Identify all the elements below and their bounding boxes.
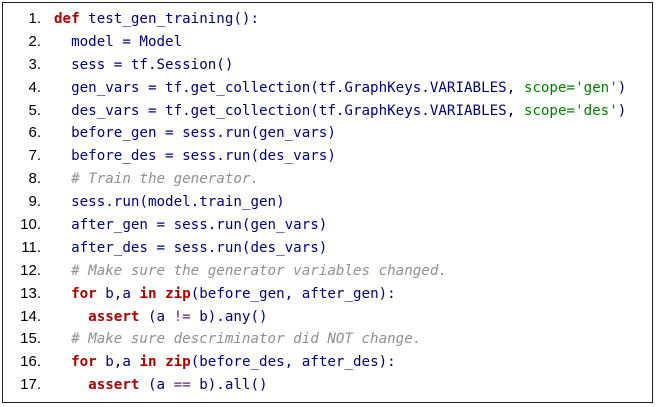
code-text: before_des = sess.run(des_vars) xyxy=(54,145,336,168)
line-number: 14. xyxy=(20,307,41,325)
code-text: assert (a == b).all() xyxy=(54,374,268,397)
code-token: (before_gen, after_gen): xyxy=(190,285,396,302)
code-token: scope= xyxy=(523,102,576,119)
code-token: b).any() xyxy=(190,308,268,325)
code-line: 13. for b,a in zip(before_gen, after_gen… xyxy=(3,283,652,306)
code-line: 7. before_des = sess.run(des_vars) xyxy=(3,145,652,168)
code-token: in xyxy=(139,354,157,371)
code-text: # Train the generator. xyxy=(54,168,259,191)
code-token: assert xyxy=(88,377,140,394)
code-text: # Make sure the generator variables chan… xyxy=(54,260,447,283)
code-token: 'gen' xyxy=(575,79,618,96)
code-token: for xyxy=(71,354,97,371)
line-number: 13. xyxy=(20,284,41,302)
code-text: # Make sure descriminator did NOT change… xyxy=(54,328,421,351)
code-token: for xyxy=(71,285,97,302)
line-number: 16. xyxy=(20,353,41,371)
line-number: 7. xyxy=(28,147,41,165)
code-text: model = Model xyxy=(54,31,182,54)
code-line: 4. gen_vars = tf.get_collection(tf.Graph… xyxy=(3,77,652,100)
code-line: 1. def test_gen_training(): xyxy=(3,8,652,31)
code-token: # Train the generator. xyxy=(71,171,260,188)
code-token: (before_des, after_des): xyxy=(190,354,396,371)
code-token: # Make sure descriminator did NOT change… xyxy=(71,331,422,348)
code-text: after_gen = sess.run(gen_vars) xyxy=(54,214,327,237)
code-token: b,a xyxy=(96,285,140,302)
code-token: in xyxy=(139,285,157,302)
code-token: scope= xyxy=(523,79,576,96)
code-token: gen_vars = tf.get_collection(tf.GraphKey… xyxy=(71,79,524,96)
code-text: sess = tf.Session() xyxy=(54,54,233,77)
code-token: def xyxy=(54,11,80,27)
code-token: zip xyxy=(165,354,191,371)
line-number: 12. xyxy=(20,261,41,279)
code-token: == xyxy=(173,377,191,394)
code-token: model = Model xyxy=(71,33,183,50)
code-text: assert (a != b).any() xyxy=(54,306,268,329)
code-token: before_gen = sess.run(gen_vars) xyxy=(71,125,336,142)
code-token: before_des = sess.run(des_vars) xyxy=(71,148,336,165)
code-token: test_gen_training(): xyxy=(79,11,259,27)
line-number: 2. xyxy=(28,32,41,50)
code-text: after_des = sess.run(des_vars) xyxy=(54,237,327,260)
code-line: 8. # Train the generator. xyxy=(3,168,652,191)
line-number: 3. xyxy=(28,55,41,73)
code-token: zip xyxy=(165,285,191,302)
code-line: 11. after_des = sess.run(des_vars) xyxy=(3,237,652,260)
code-text: gen_vars = tf.get_collection(tf.GraphKey… xyxy=(54,77,626,100)
code-token: 'des' xyxy=(575,102,618,119)
line-number: 8. xyxy=(28,170,41,188)
code-line: 10. after_gen = sess.run(gen_vars) xyxy=(3,214,652,237)
code-token: ) xyxy=(617,79,627,96)
code-line: 15. # Make sure descriminator did NOT ch… xyxy=(3,328,652,351)
code-text: before_gen = sess.run(gen_vars) xyxy=(54,122,336,145)
code-token: after_des = sess.run(des_vars) xyxy=(71,239,328,256)
code-token: # Make sure the generator variables chan… xyxy=(71,262,447,279)
code-text: for b,a in zip(before_gen, after_gen): xyxy=(54,283,396,306)
code-token: after_gen = sess.run(gen_vars) xyxy=(71,217,328,234)
code-line: 14. assert (a != b).any() xyxy=(3,306,652,329)
code-line: 17. assert (a == b).all() xyxy=(3,374,652,397)
line-number: 9. xyxy=(28,193,41,211)
code-token: b,a xyxy=(96,354,140,371)
code-text: for b,a in zip(before_des, after_des): xyxy=(54,351,396,374)
line-number: 10. xyxy=(20,216,41,234)
code-line: 12. # Make sure the generator variables … xyxy=(3,260,652,283)
code-token: sess = tf.Session() xyxy=(71,56,234,73)
code-line: 6. before_gen = sess.run(gen_vars) xyxy=(3,122,652,145)
code-token xyxy=(157,286,166,302)
code-listing: 1.def test_gen_training():2. model = Mod… xyxy=(3,8,652,397)
code-token: b).all() xyxy=(190,377,268,394)
code-listing-frame: 1.def test_gen_training():2. model = Mod… xyxy=(2,2,653,403)
code-line: 2. model = Model xyxy=(3,31,652,54)
code-token: (a xyxy=(139,377,174,394)
line-number: 11. xyxy=(21,238,41,256)
code-text: sess.run(model.train_gen) xyxy=(54,191,285,214)
code-line: 9. sess.run(model.train_gen) xyxy=(3,191,652,214)
line-number: 1. xyxy=(28,10,41,27)
code-token: assert xyxy=(88,308,140,325)
code-token: != xyxy=(173,308,191,325)
line-number: 15. xyxy=(20,330,41,348)
code-token: ) xyxy=(617,102,627,119)
line-number: 6. xyxy=(28,124,41,142)
code-line: 3. sess = tf.Session() xyxy=(3,54,652,77)
code-line: 5. des_vars = tf.get_collection(tf.Graph… xyxy=(3,100,652,123)
code-token xyxy=(157,354,166,370)
code-line: 16. for b,a in zip(before_des, after_des… xyxy=(3,351,652,374)
line-number: 17. xyxy=(20,376,41,394)
code-text: def test_gen_training(): xyxy=(54,8,259,31)
code-token: (a xyxy=(139,308,174,325)
line-number: 4. xyxy=(28,78,41,96)
line-number: 5. xyxy=(28,101,41,119)
code-token: des_vars = tf.get_collection(tf.GraphKey… xyxy=(71,102,524,119)
code-text: des_vars = tf.get_collection(tf.GraphKey… xyxy=(54,100,626,123)
code-token: sess.run(model.train_gen) xyxy=(71,194,285,211)
